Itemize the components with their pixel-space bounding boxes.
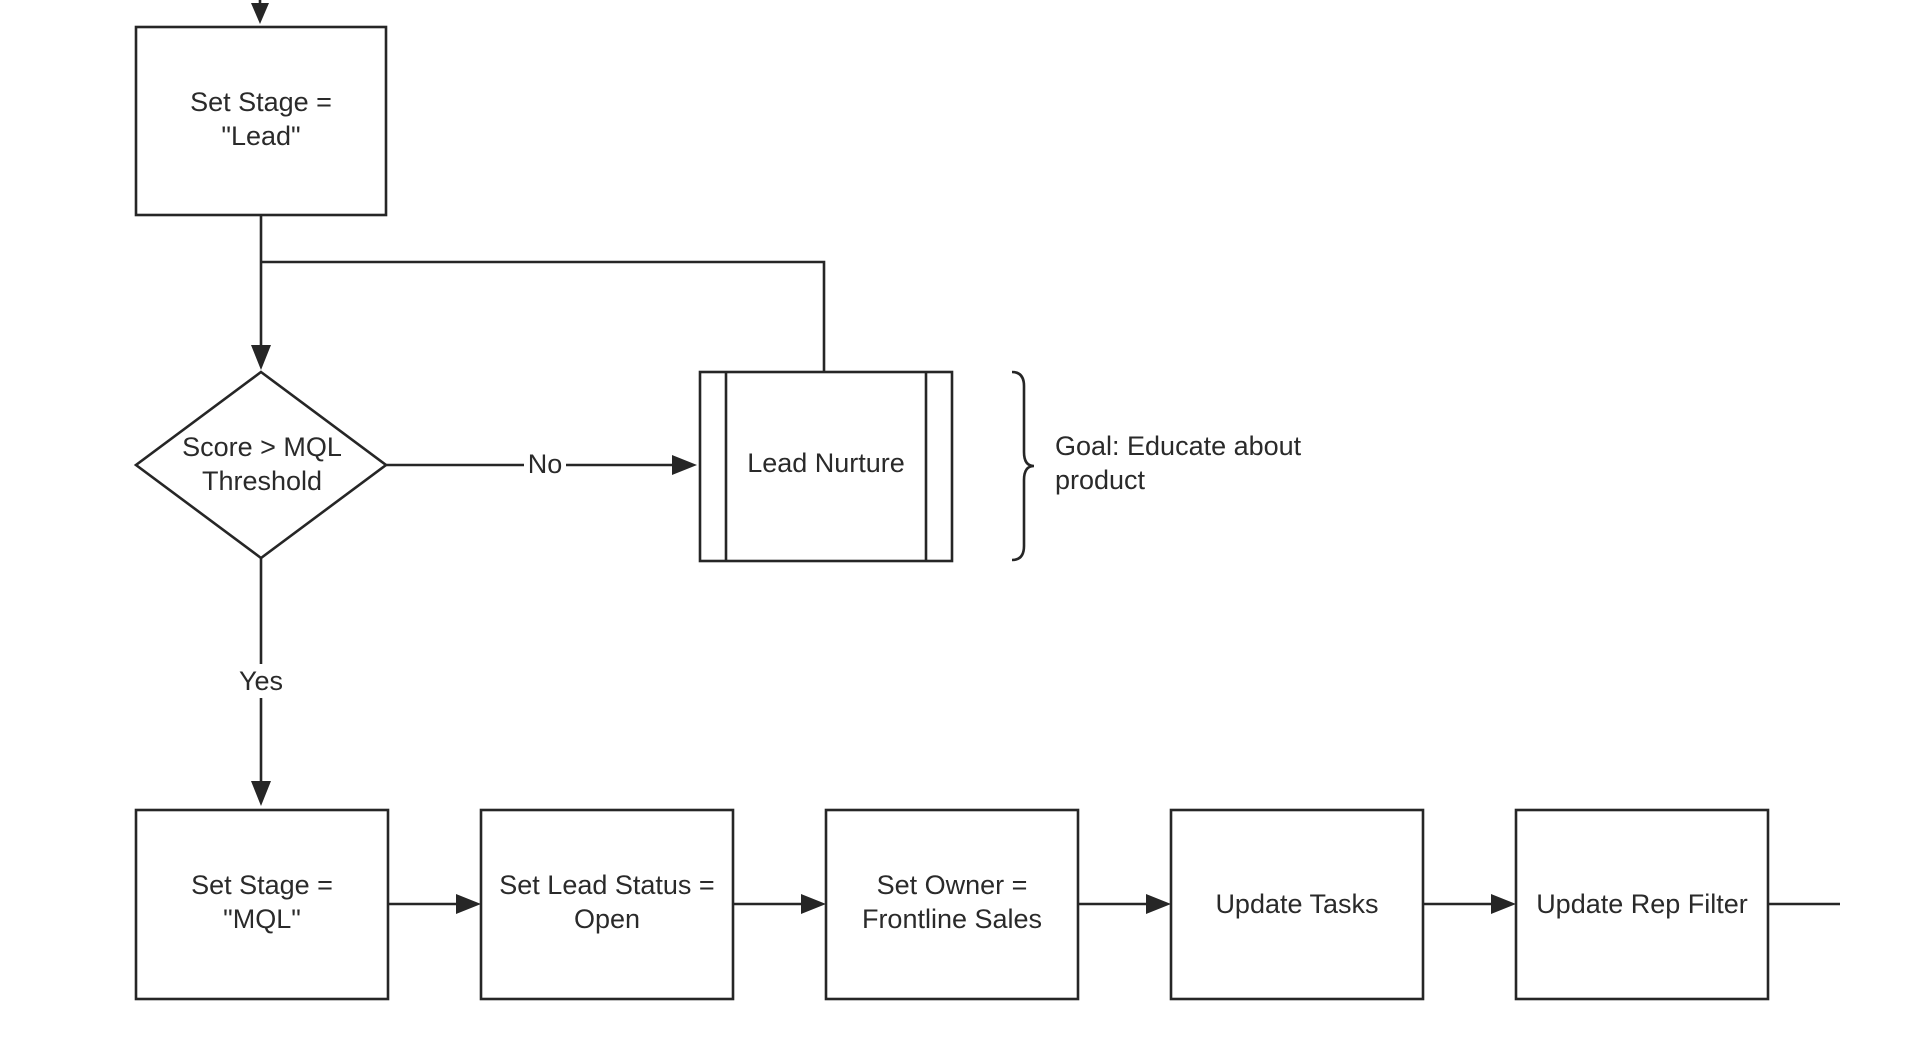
status-to-owner-connector: [733, 894, 826, 914]
set-owner-box[interactable]: Set Owner = Frontline Sales: [824, 808, 1080, 1001]
set-stage-lead-line1: Set Stage =: [190, 87, 332, 117]
tasks-to-filter-connector: [1423, 894, 1516, 914]
set-stage-mql-line1: Set Stage =: [191, 870, 333, 900]
set-stage-mql-box[interactable]: Set Stage = "MQL": [134, 808, 390, 1001]
incoming-connector: [251, 0, 269, 24]
score-decision-line1: Score > MQL: [182, 432, 342, 462]
no-connector: No: [386, 447, 697, 479]
set-owner-line2: Frontline Sales: [862, 904, 1042, 934]
lead-to-decision-connector: [251, 215, 271, 370]
mql-to-status-connector: [388, 894, 481, 914]
update-rep-filter-label: Update Rep Filter: [1536, 889, 1748, 919]
owner-to-tasks-connector: [1078, 894, 1171, 914]
yes-connector: Yes: [234, 558, 288, 806]
set-stage-lead-line2: "Lead": [221, 121, 300, 151]
update-tasks-box[interactable]: Update Tasks: [1169, 808, 1425, 1001]
set-lead-status-line2: Open: [574, 904, 640, 934]
score-decision-line2: Threshold: [202, 466, 322, 496]
goal-annotation-line1: Goal: Educate about: [1055, 431, 1302, 461]
set-owner-line1: Set Owner =: [877, 870, 1028, 900]
no-label: No: [528, 449, 563, 479]
score-decision-diamond[interactable]: Score > MQL Threshold: [133, 370, 389, 560]
goal-annotation-line2: product: [1055, 465, 1146, 495]
update-rep-filter-box[interactable]: Update Rep Filter: [1514, 808, 1770, 1001]
set-lead-status-box[interactable]: Set Lead Status = Open: [479, 808, 735, 1001]
yes-label: Yes: [239, 666, 283, 696]
update-tasks-label: Update Tasks: [1215, 889, 1378, 919]
nurture-loop-connector: [261, 260, 826, 372]
lead-nurture-box[interactable]: Lead Nurture: [698, 370, 954, 563]
set-lead-status-line1: Set Lead Status =: [499, 870, 714, 900]
annotation-brace: [1011, 370, 1035, 562]
goal-annotation: Goal: Educate about product: [1055, 431, 1302, 495]
set-stage-lead-box[interactable]: Set Stage = "Lead": [134, 25, 388, 217]
lead-nurture-label: Lead Nurture: [747, 448, 905, 478]
set-stage-mql-line2: "MQL": [223, 904, 301, 934]
